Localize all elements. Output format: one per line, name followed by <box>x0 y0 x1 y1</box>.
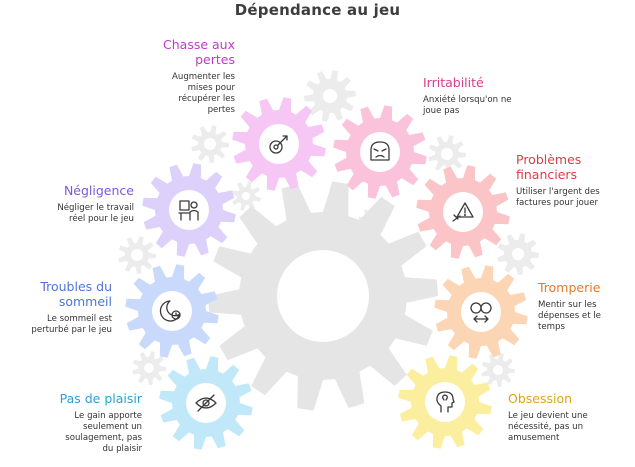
gear-obsession <box>398 355 492 449</box>
label-problemes: Problèmes financiers Utiliser l'argent d… <box>516 152 606 209</box>
no-pleasure-icon <box>195 394 217 412</box>
angry-face-icon <box>370 141 390 161</box>
gear-irritabilite-icon-bg <box>360 132 400 172</box>
small-gear-group <box>118 70 539 387</box>
gear-problemes <box>416 165 510 259</box>
neglect-desk-icon <box>178 200 199 221</box>
money-warning-icon <box>452 202 474 222</box>
color-gear-group <box>125 97 528 450</box>
label-chasse-desc: Augmenter les mises pour récupérer les p… <box>172 72 235 115</box>
label-tromperie-desc: Mentir sur les dépenses et le temps <box>538 300 601 332</box>
label-irritabilite-desc: Anxiété lorsqu'on ne joue pas <box>423 95 512 116</box>
label-irritabilite: Irritabilité Anxiété lorsqu'on ne joue p… <box>423 75 518 117</box>
small-gear-5 <box>497 233 539 275</box>
gear-chasse <box>232 97 326 191</box>
head-thought-icon <box>436 391 455 413</box>
target-arrow-icon <box>269 135 288 154</box>
moon-clock-icon <box>159 300 181 322</box>
label-plaisir: Pas de plaisir Le gain apporte seulement… <box>40 391 142 455</box>
small-gear-3 <box>231 181 261 211</box>
label-obsession-desc: Le jeu devient une nécessité, pas un amu… <box>508 411 588 443</box>
gear-plaisir <box>159 356 253 450</box>
label-sommeil: Troubles du sommeil Le sommeil est pertu… <box>20 279 112 336</box>
label-tromperie: Tromperie Mentir sur les dépenses et le … <box>538 280 630 333</box>
small-gear-4 <box>428 135 466 173</box>
diagram-title: Dépendance au jeu <box>234 1 401 19</box>
gear-obsession-icon-bg <box>425 382 465 422</box>
center-gear <box>208 181 438 411</box>
label-tromperie-title: Tromperie <box>538 280 601 295</box>
small-gear-6 <box>118 236 156 274</box>
gear-negligence <box>142 163 236 257</box>
label-chasse: Chasse aux pertes Augmenter les mises po… <box>140 37 235 116</box>
small-gear-7 <box>132 351 166 385</box>
small-gear-8 <box>481 353 515 387</box>
label-plaisir-desc: Le gain apporte seulement un soulagement… <box>65 411 142 454</box>
label-sommeil-title: Troubles du sommeil <box>40 279 112 309</box>
label-obsession: Obsession Le jeu devient une nécessité, … <box>508 391 603 444</box>
gear-tromperie <box>434 265 528 359</box>
label-negligence-desc: Négliger le travail réel pour le jeu <box>57 203 134 224</box>
label-negligence: Négligence Négliger le travail réel pour… <box>40 183 134 225</box>
masks-icon <box>470 302 492 323</box>
gear-problemes-icon-bg <box>443 192 483 232</box>
center-gear-group <box>208 181 438 411</box>
gear-sommeil-icon-bg <box>152 291 192 331</box>
gear-tromperie-icon-bg <box>461 292 501 332</box>
label-sommeil-desc: Le sommeil est perturbé par le jeu <box>31 314 112 335</box>
label-chasse-title: Chasse aux pertes <box>163 37 235 67</box>
gear-sommeil <box>125 264 219 358</box>
label-negligence-title: Négligence <box>63 183 134 198</box>
gear-irritabilite <box>333 105 427 199</box>
small-gear-1 <box>304 70 356 122</box>
label-irritabilite-title: Irritabilité <box>423 75 484 90</box>
label-problemes-title: Problèmes financiers <box>516 152 582 182</box>
small-gear-2 <box>191 125 229 163</box>
label-plaisir-title: Pas de plaisir <box>59 391 142 406</box>
label-problemes-desc: Utiliser l'argent des factures pour joue… <box>516 187 600 208</box>
label-obsession-title: Obsession <box>508 391 573 406</box>
